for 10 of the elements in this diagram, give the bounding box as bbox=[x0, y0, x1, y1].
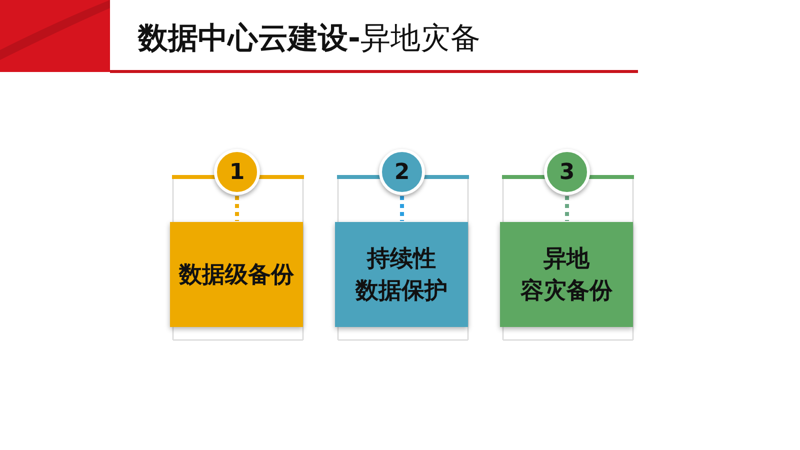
dotted-connector bbox=[235, 196, 239, 221]
number-circle: 3 bbox=[544, 149, 590, 195]
category-box: 异地容灾备份 bbox=[500, 222, 633, 327]
dotted-connector bbox=[400, 196, 404, 221]
number-circle: 2 bbox=[379, 149, 425, 195]
dotted-connector bbox=[565, 196, 569, 221]
category-box: 持续性数据保护 bbox=[335, 222, 468, 327]
title: 数据中心云建设-异地灾备 bbox=[138, 20, 480, 58]
number-circle: 1 bbox=[214, 149, 260, 195]
category-box: 数据级备份 bbox=[170, 222, 303, 327]
